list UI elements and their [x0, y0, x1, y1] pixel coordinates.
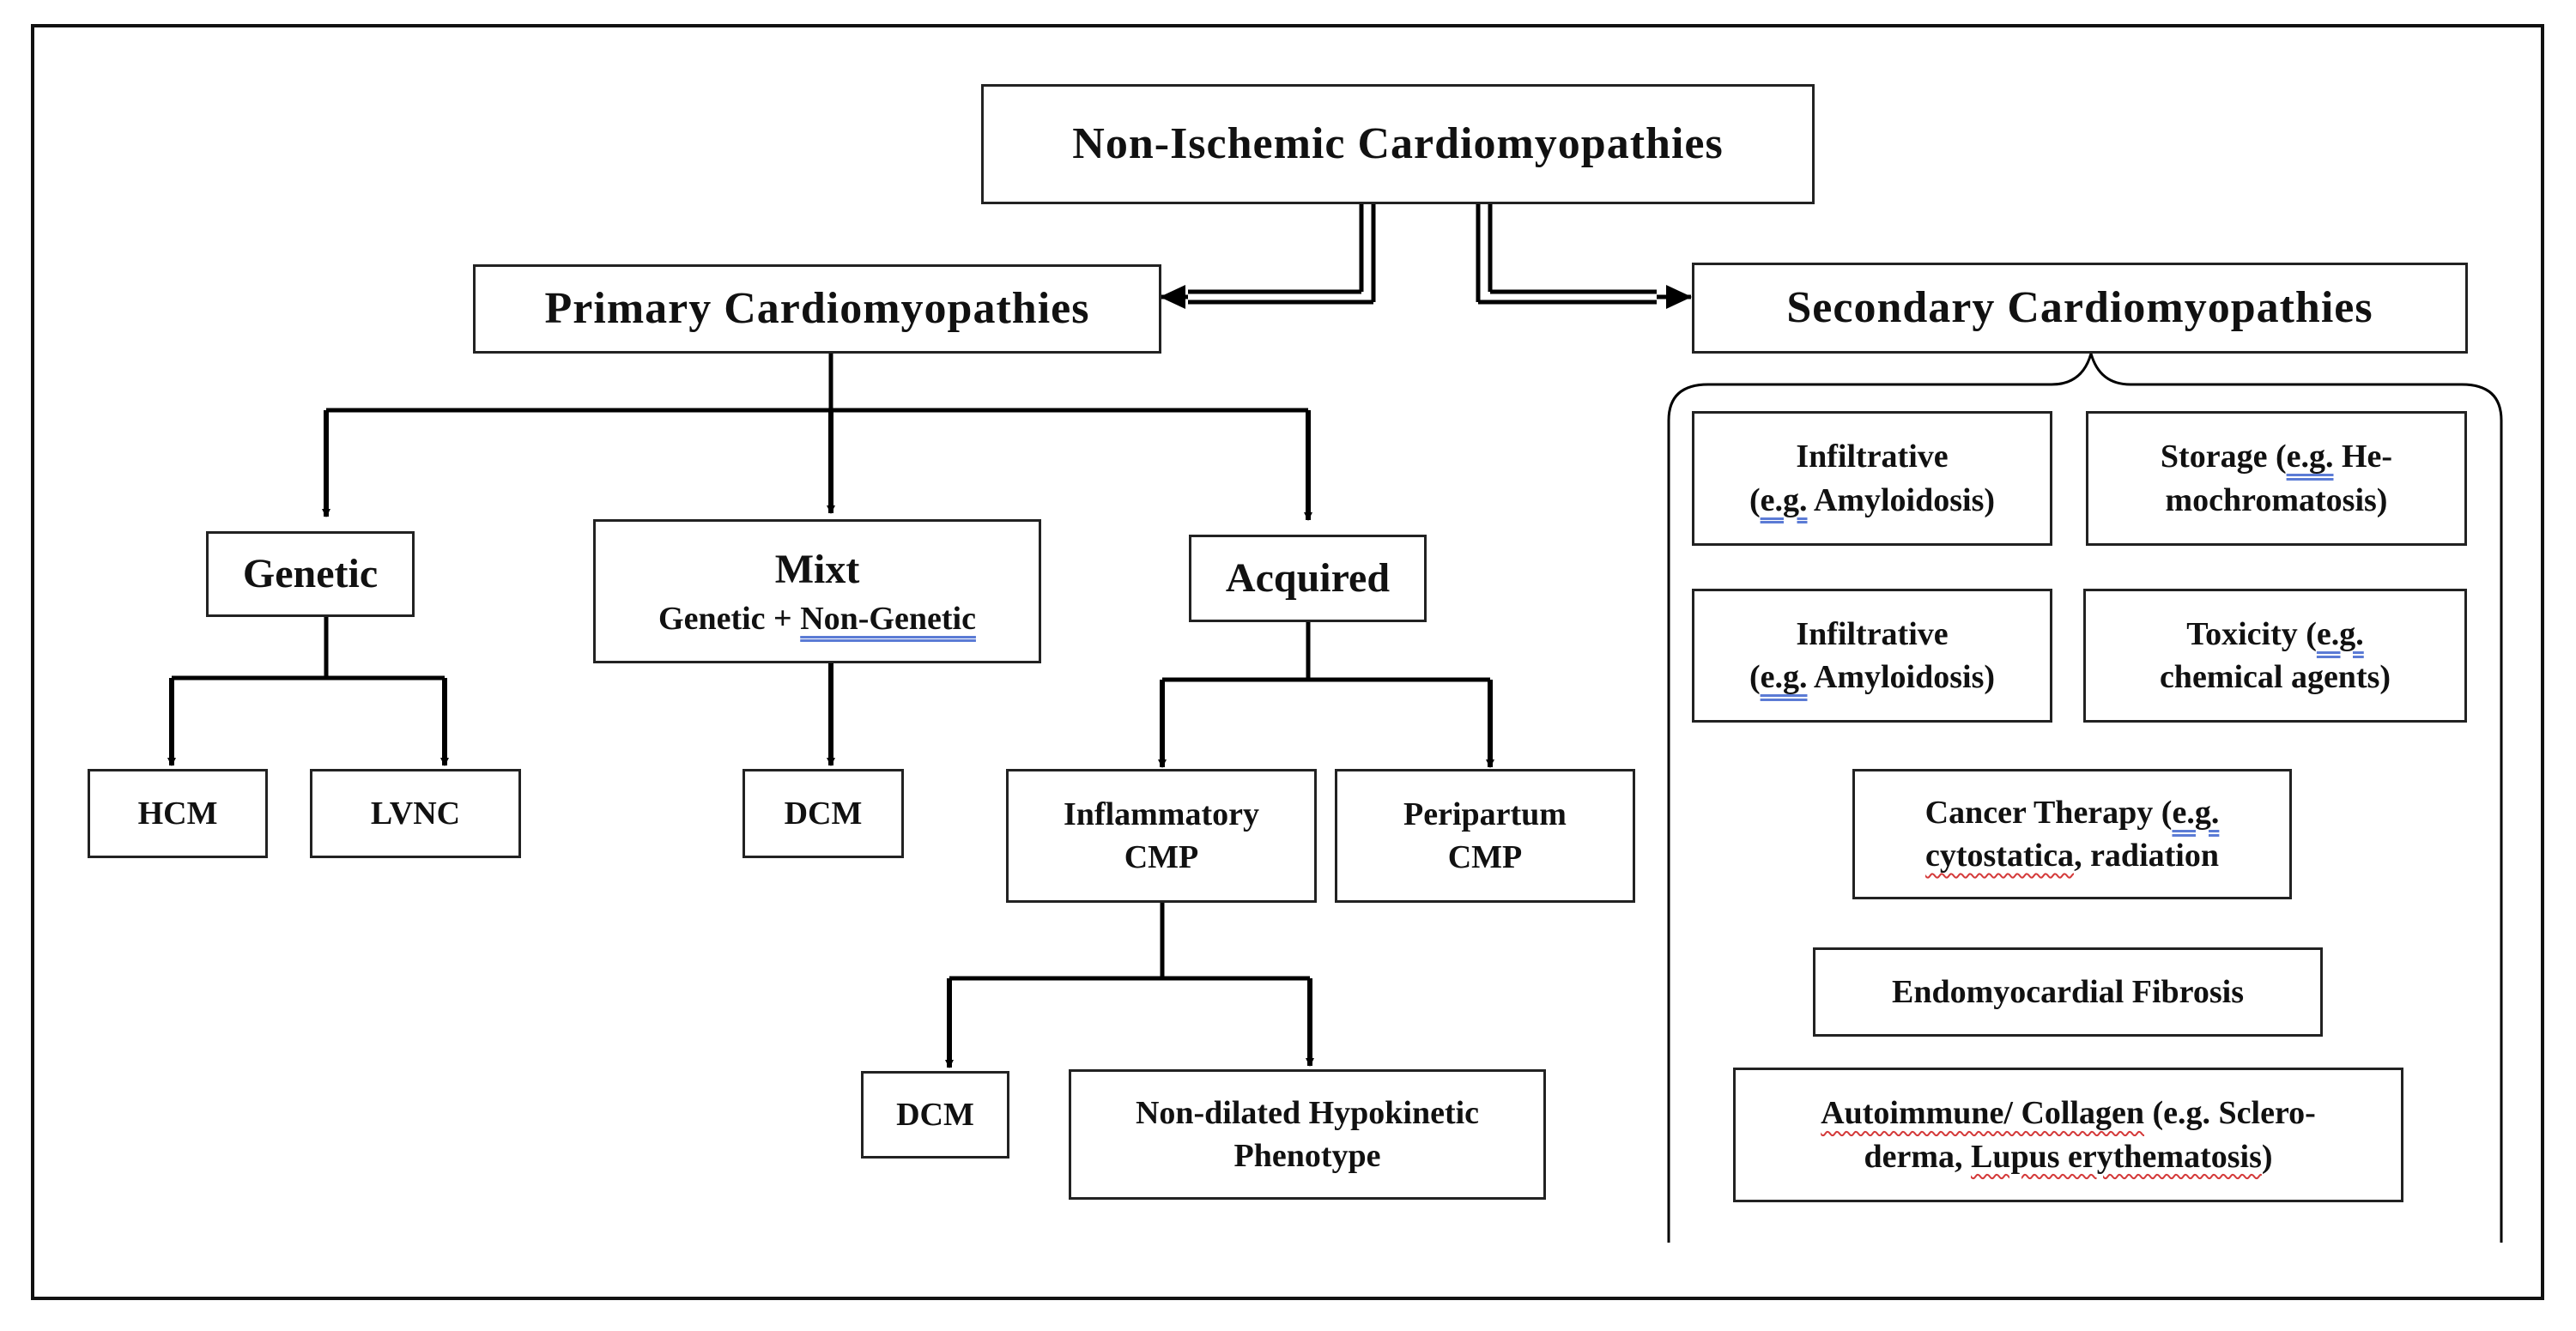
peripartum-line1: Peripartum [1403, 796, 1567, 832]
toxicity-eg: e.g. [2316, 615, 2364, 652]
cancer-line1: Cancer Therapy (e.g. [1925, 791, 2220, 834]
toxicity-line2: chemical agents) [2159, 659, 2391, 695]
infiltrative-box-1: Infiltrative (e.g. Amyloidosis) [1692, 411, 2052, 546]
toxicity-prefix: Toxicity ( [2186, 615, 2317, 652]
storage-prefix: Storage ( [2160, 439, 2287, 475]
autoimmune-line2: derma, Lupus erythematosis) [1864, 1135, 2272, 1178]
mixt-sublabel: Genetic + Non-Genetic [658, 597, 976, 640]
mixt-sub-underlined: Non-Genetic [800, 600, 976, 637]
connector-primary-trunk [326, 354, 1308, 413]
infiltrative-box-2: Infiltrative (e.g. Amyloidosis) [1692, 589, 2052, 723]
acquired-label: Acquired [1225, 555, 1391, 602]
primary-label: Primary Cardiomyopathies [544, 283, 1090, 333]
acquired-box: Acquired [1189, 535, 1427, 622]
infiltrative-2-rest: Amyloidosis) [1807, 659, 1996, 695]
secondary-label: Secondary Cardiomyopathies [1786, 282, 2373, 332]
autoimmune-rest: (e.g. Sclero- [2144, 1095, 2316, 1132]
diagram-frame [31, 24, 2544, 1300]
genetic-box: Genetic [206, 531, 415, 617]
autoimmune-lupus: Lupus erythematosis [1971, 1138, 2262, 1175]
secondary-box: Secondary Cardiomyopathies [1692, 263, 2468, 354]
title-box: Non-Ischemic Cardiomyopathies [981, 84, 1815, 204]
cancer-cytostatica: cytostatica [1925, 838, 2075, 874]
storage-eg: e.g. [2286, 439, 2334, 475]
connector-inflammatory-children [949, 903, 1310, 981]
mixt-box: Mixt Genetic + Non-Genetic [593, 519, 1041, 663]
infiltrative-1-eg: e.g. [1760, 481, 1808, 518]
inflammatory-line1: Inflammatory [1064, 796, 1259, 832]
autoimmune-line2-rest: ) [2261, 1138, 2273, 1175]
autoimmune-box: Autoimmune/ Collagen (e.g. Sclero- derma… [1733, 1068, 2403, 1202]
mixt-sub-prefix: Genetic + [658, 600, 801, 637]
connector-title-to-primary [1188, 203, 1376, 305]
endomyocardial-box: Endomyocardial Fibrosis [1813, 947, 2323, 1037]
infiltrative-2-eg: e.g. [1760, 659, 1808, 695]
cancer-prefix: Cancer Therapy ( [1924, 794, 2173, 831]
toxicity-line1: Toxicity (e.g. [2186, 613, 2364, 656]
secondary-brace [1667, 348, 2503, 1243]
toxicity-box: Toxicity (e.g. chemical agents) [2083, 589, 2467, 723]
autoimmune-line2-prefix: derma, [1864, 1138, 1971, 1175]
infiltrative-2-line2: (e.g. Amyloidosis) [1749, 659, 1996, 695]
hcm-label: HCM [137, 795, 218, 832]
cancer-eg: e.g. [2172, 794, 2220, 831]
connector-title-to-secondary [1476, 203, 1657, 305]
nondilated-box: Non-dilated Hypokinetic Phenotype [1069, 1069, 1546, 1200]
endomyocardial-label: Endomyocardial Fibrosis [1892, 973, 2244, 1010]
inflammatory-dcm-label: DCM [896, 1096, 974, 1133]
cancer-line2: cytostatica, radiation [1925, 834, 2219, 877]
autoimmune-line1: Autoimmune/ Collagen (e.g. Sclero- [1821, 1092, 2316, 1134]
storage-rest: He- [2333, 439, 2393, 475]
nondilated-line1: Non-dilated Hypokinetic [1135, 1094, 1480, 1131]
inflammatory-dcm-box: DCM [861, 1071, 1009, 1159]
connector-acquired-children [1162, 621, 1490, 682]
storage-line2: mochromatosis) [2165, 481, 2388, 518]
lvnc-label: LVNC [370, 795, 461, 832]
infiltrative-1-line2: (e.g. Amyloidosis) [1749, 481, 1996, 518]
lvnc-box: LVNC [310, 769, 521, 858]
inflammatory-box: Inflammatory CMP [1006, 769, 1317, 903]
mixt-dcm-box: DCM [742, 769, 904, 858]
mixt-label: Mixt [774, 547, 860, 593]
nondilated-line2: Phenotype [1233, 1138, 1381, 1174]
infiltrative-1-line1: Infiltrative [1796, 439, 1949, 475]
title-text: Non-Ischemic Cardiomyopathies [1072, 118, 1724, 168]
peripartum-line2: CMP [1447, 839, 1523, 875]
storage-box: Storage (e.g. He- mochromatosis) [2086, 411, 2467, 546]
inflammatory-line2: CMP [1124, 839, 1199, 875]
infiltrative-2-line1: Infiltrative [1796, 615, 1949, 652]
infiltrative-1-rest: Amyloidosis) [1807, 481, 1996, 518]
primary-box: Primary Cardiomyopathies [473, 264, 1161, 354]
cancer-therapy-box: Cancer Therapy (e.g. cytostatica, radiat… [1852, 769, 2292, 899]
storage-line1: Storage (e.g. He- [2161, 435, 2392, 478]
peripartum-box: Peripartum CMP [1335, 769, 1635, 903]
genetic-label: Genetic [242, 551, 379, 597]
hcm-box: HCM [88, 769, 268, 858]
connector-genetic-children [172, 616, 445, 681]
cancer-rest: , radiation [2074, 838, 2219, 874]
mixt-dcm-label: DCM [784, 795, 863, 832]
autoimmune-marked: Autoimmune/ Collagen [1821, 1095, 2145, 1132]
